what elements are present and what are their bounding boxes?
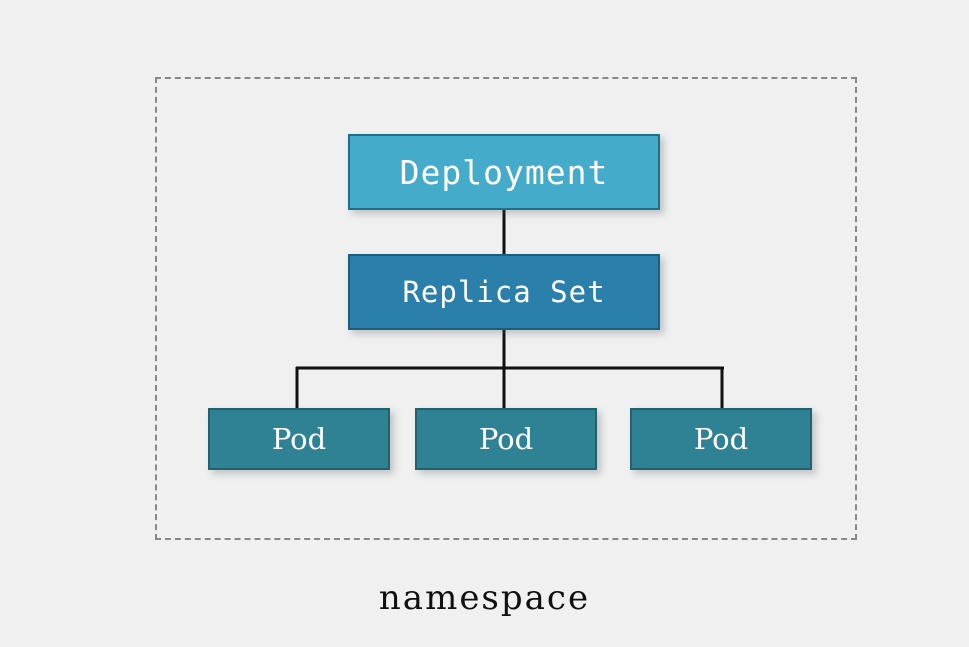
- node-replicaset-label: Replica Set: [402, 275, 606, 309]
- namespace-boundary: [155, 77, 857, 540]
- node-deployment-label: Deployment: [399, 152, 609, 192]
- namespace-caption: namespace: [378, 578, 591, 618]
- node-replicaset[interactable]: Replica Set: [348, 254, 660, 330]
- node-pod-2-label: Pod: [478, 422, 534, 456]
- node-deployment[interactable]: Deployment: [348, 134, 660, 210]
- node-pod-1-label: Pod: [271, 422, 327, 456]
- node-pod-1[interactable]: Pod: [208, 408, 390, 470]
- node-pod-3-label: Pod: [693, 422, 749, 456]
- node-pod-2[interactable]: Pod: [415, 408, 597, 470]
- node-pod-3[interactable]: Pod: [630, 408, 812, 470]
